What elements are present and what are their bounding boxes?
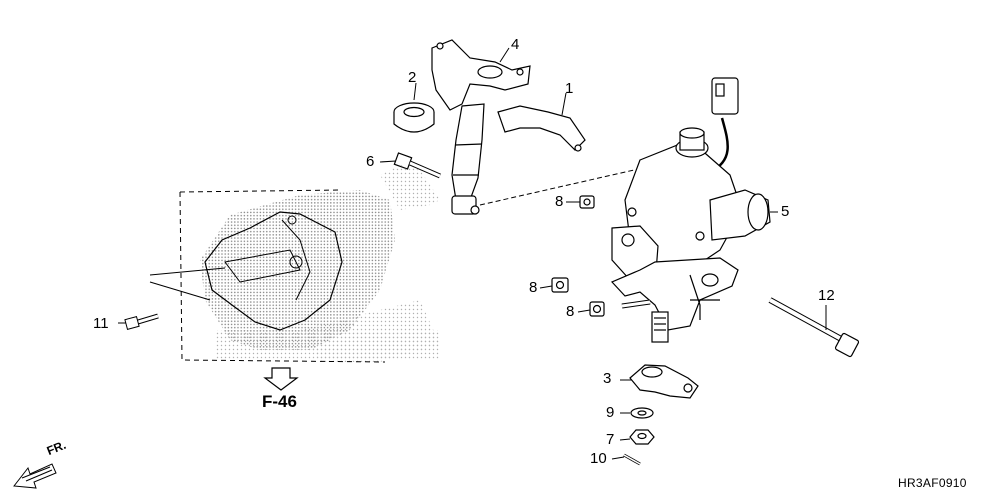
callout-7: 7 [606,431,615,448]
callout-1: 1 [565,80,574,97]
leader-lines [118,47,827,460]
callout-8-top: 8 [555,193,564,210]
lower-parts [623,364,699,466]
callout-11: 11 [93,315,109,332]
callout-5: 5 [781,203,790,220]
bolt-11 [124,313,159,330]
washer-9 [630,407,654,419]
reference-arrow [263,367,299,391]
dashed-box [179,191,386,363]
bolt-12 [768,297,860,358]
reference-label[interactable]: F-46 [262,392,297,411]
frame-outline [204,211,343,331]
nut-8-middle [551,277,569,293]
honda-watermark [215,330,440,360]
column-shaft [451,103,485,201]
bolt-6 [393,152,441,179]
callout-10: 10 [590,450,607,467]
callout-12: 12 [818,287,835,304]
nut-8-lower [589,301,605,317]
callout-4: 4 [511,36,520,53]
column-section [380,39,701,215]
nut-8-top [579,195,595,209]
callout-8-middle: 8 [529,279,538,296]
callout-6: 6 [366,153,375,170]
lever-3 [629,364,699,399]
callout-9: 9 [606,404,615,421]
clamp-1 [497,105,586,151]
front-direction-arrow [13,463,57,489]
callout-2: 2 [408,69,417,86]
callout-8-lower: 8 [566,303,575,320]
grommet-2 [393,102,435,133]
diagram-code: HR3AF0910 [898,476,967,490]
frame-section [124,189,440,363]
nut-7 [629,429,655,445]
cotter-pin-10 [623,453,641,466]
callout-3: 3 [603,370,612,387]
eps-unit-5 [551,77,771,343]
